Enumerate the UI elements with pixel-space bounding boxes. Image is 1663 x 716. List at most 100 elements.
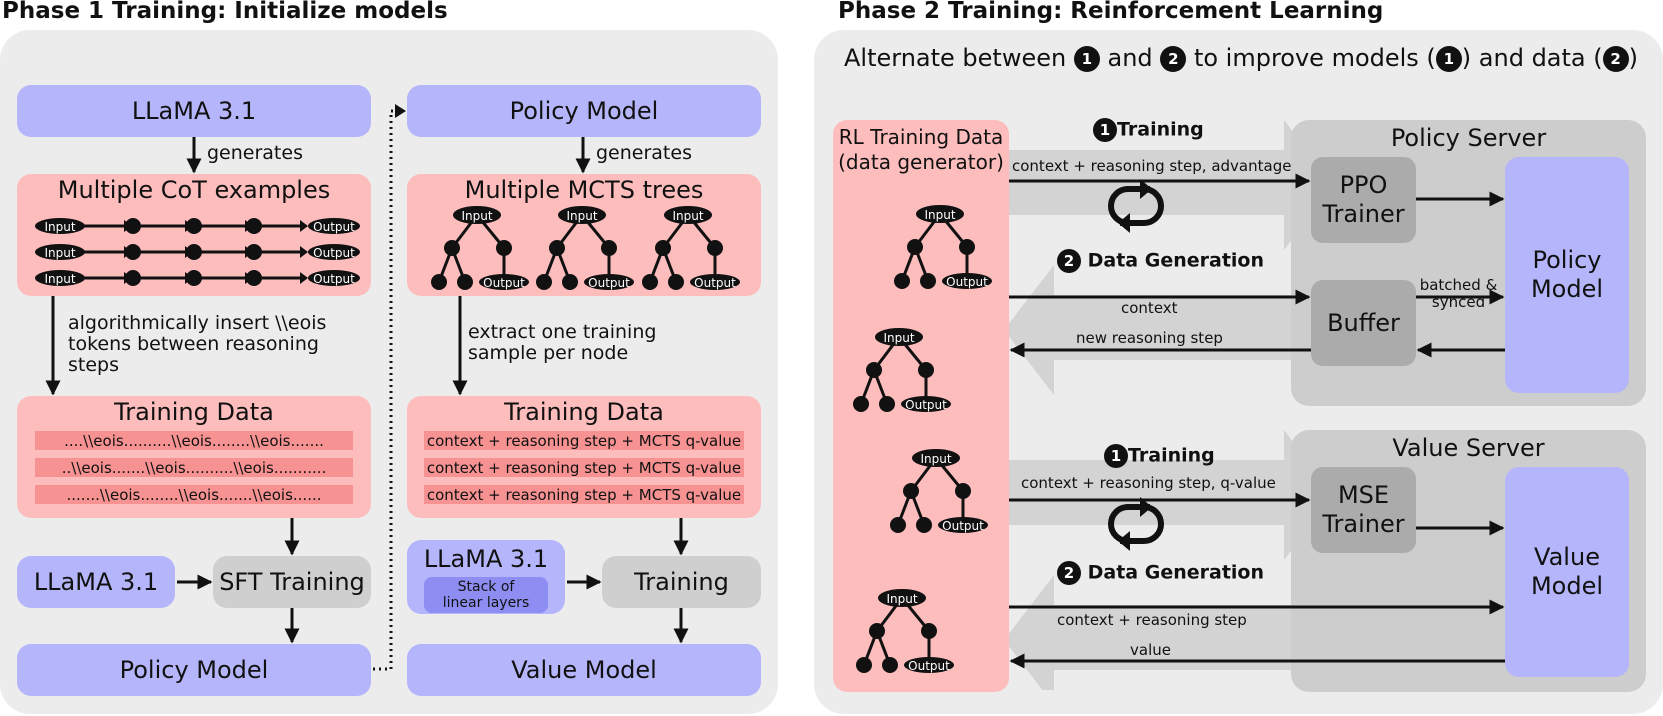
policy-model-box-left: Policy Model (17, 644, 371, 696)
tree-output-label: Output (908, 659, 950, 673)
step-one-badge: 1 (1093, 118, 1117, 142)
data-strip: .......\\eois........\\eois.......\\eois… (35, 485, 353, 504)
ctx-step-label: context + reasoning step (1057, 611, 1247, 629)
llama-bottom-label: LLaMA 3.1 (33, 568, 159, 596)
rl-tree: Input Output (892, 203, 994, 291)
generates-label-right: generates (596, 142, 692, 164)
phase2-heading: Phase 2 Training: Reinforcement Learning (838, 0, 1384, 24)
qvalue-strip: context + reasoning step + MCTS q-value (424, 431, 744, 450)
buffer-box: Buffer (1311, 280, 1416, 366)
cot-input-label: Input (44, 246, 75, 260)
ppo-trainer-label: PPO Trainer (1322, 171, 1405, 228)
phase1-heading: Phase 1 Training: Initialize models (2, 0, 448, 24)
alternate-text-c: ) and data ( (1461, 44, 1603, 72)
mcts-tree: Input Output (640, 204, 742, 292)
alternate-text-d: ) (1628, 44, 1638, 72)
data-strip: ..\\eois.......\\eois..........\\eois...… (35, 458, 353, 477)
value-datagen-label: 2 Data Generation (1057, 561, 1264, 585)
value-model-box-right: Value Model (1505, 467, 1629, 677)
context-label: context (1121, 299, 1178, 317)
step-two-badge: 2 (1602, 46, 1629, 72)
policy-training-text: Training (1117, 118, 1204, 141)
policy-model-label-right: Policy Model (1530, 246, 1604, 303)
ppo-trainer-box: PPO Trainer (1311, 157, 1416, 243)
value-datagen-text: Data Generation (1087, 561, 1264, 584)
value-training-box: Training (602, 556, 761, 608)
policy-datagen-label: 2 Data Generation (1057, 249, 1264, 273)
policy-model-box-right: Policy Model (1505, 157, 1629, 393)
tree-input-label: Input (883, 331, 914, 345)
step-two-badge: 2 (1057, 561, 1081, 585)
tree-output-label: Output (588, 276, 630, 290)
rl-tree: Input Output (888, 447, 990, 535)
llama-bottom-box: LLaMA 3.1 (17, 556, 175, 608)
generates-label-left: generates (207, 142, 303, 164)
alternate-text-a: Alternate between (844, 44, 1067, 72)
value-model-box-left: Value Model (407, 644, 761, 696)
step-one-badge: 1 (1104, 444, 1128, 468)
mcts-tree: Input Output (534, 204, 636, 292)
rl-training-data-title: RL Training Data (data generator) (838, 125, 1004, 174)
step-two-badge: 2 (1160, 46, 1187, 72)
tree-input-label: Input (924, 208, 955, 222)
llama-top-box: LLaMA 3.1 (17, 85, 371, 137)
policy-model-top-box: Policy Model (407, 85, 761, 137)
stack-linear-layers-box: Stack of linear layers (424, 577, 548, 613)
tree-input-label: Input (886, 592, 917, 606)
value-training-text: Training (1128, 444, 1215, 467)
alternate-text-and: and (1107, 44, 1153, 72)
value-model-label-right: Value Model (1530, 543, 1604, 600)
tree-output-label: Output (942, 519, 984, 533)
tree-output-label: Output (905, 398, 947, 412)
policy-datagen-text: Data Generation (1087, 249, 1264, 272)
cycle-icon (1111, 179, 1161, 233)
ctx-qvalue-label: context + reasoning step, q-value (1021, 474, 1276, 492)
value-label: value (1130, 641, 1171, 659)
cycle-icon (1111, 497, 1161, 551)
policy-server-title: Policy Server (1390, 124, 1547, 152)
rl-tree: Input Output (854, 587, 956, 675)
cot-title: Multiple CoT examples (57, 176, 331, 204)
cot-input-label: Input (44, 272, 75, 286)
policy-model-label-left: Policy Model (119, 656, 269, 684)
tree-output-label: Output (694, 276, 736, 290)
new-step-label: new reasoning step (1076, 329, 1223, 347)
sft-training-label: SFT Training (219, 568, 365, 596)
alternate-text-b: to improve models ( (1193, 44, 1436, 72)
mcts-title: Multiple MCTS trees (464, 176, 704, 204)
step-two-badge: 2 (1057, 249, 1081, 273)
llama-top-label: LLaMA 3.1 (131, 97, 257, 125)
ctx-advantage-label: context + reasoning step, advantage (1012, 157, 1292, 175)
buffer-label: Buffer (1327, 309, 1400, 337)
rl-tree: Input Output (851, 326, 953, 414)
value-server-title: Value Server (1392, 434, 1545, 462)
insert-tokens-text: algorithmically insert \\eois tokens bet… (68, 312, 327, 376)
value-model-label-left: Value Model (511, 656, 657, 684)
cot-output-label: Output (313, 272, 355, 286)
tree-input-label: Input (461, 209, 492, 223)
step-one-badge: 1 (1073, 46, 1100, 72)
value-training-label: Training (634, 568, 729, 596)
qvalue-strip: context + reasoning step + MCTS q-value (424, 485, 744, 504)
tree-output-label: Output (946, 275, 988, 289)
policy-model-top-label: Policy Model (509, 97, 659, 125)
mse-trainer-box: MSE Trainer (1311, 467, 1416, 553)
qvalue-strip: context + reasoning step + MCTS q-value (424, 458, 744, 477)
tree-input-label: Input (566, 209, 597, 223)
sft-training-box: SFT Training (213, 556, 371, 608)
alternate-caption: Alternate between 1 and 2 to improve mod… (844, 44, 1638, 72)
extract-sample-text: extract one training sample per node (468, 321, 657, 364)
data-strip: ....\\eois..........\\eois........\\eois… (35, 431, 353, 450)
tree-input-label: Input (920, 452, 951, 466)
stack-linear-layers-label: Stack of linear layers (442, 579, 530, 611)
training-data-title-left: Training Data (114, 398, 274, 426)
cot-input-label: Input (44, 220, 75, 234)
cot-output-label: Output (313, 220, 355, 234)
cot-output-label: Output (313, 246, 355, 260)
tree-input-label: Input (672, 209, 703, 223)
mcts-tree: Input Output (429, 204, 531, 292)
step-one-badge: 1 (1435, 46, 1462, 72)
